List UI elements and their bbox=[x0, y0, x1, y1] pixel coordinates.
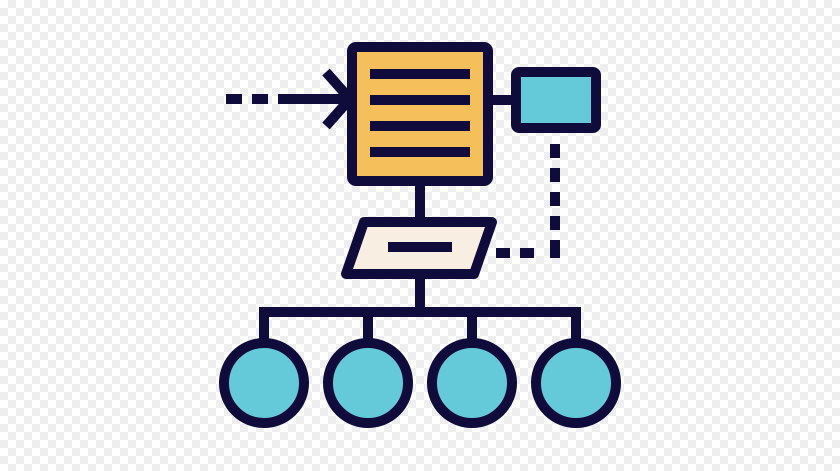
side-box-icon bbox=[511, 67, 601, 133]
document-lines bbox=[370, 69, 470, 157]
circle-node-icon bbox=[427, 338, 517, 428]
document-body bbox=[347, 42, 493, 186]
connector-dot bbox=[550, 192, 560, 206]
circle-node-icon bbox=[323, 338, 413, 428]
dotted-arrow-icon bbox=[226, 68, 357, 130]
document-icon bbox=[347, 42, 493, 186]
connector-dot bbox=[550, 168, 560, 182]
connector-dot bbox=[496, 248, 510, 258]
circle-node-icon bbox=[219, 338, 309, 428]
parallelogram-icon bbox=[341, 217, 497, 279]
circle-node-icon bbox=[531, 338, 621, 428]
branch-lines bbox=[259, 274, 581, 346]
connector-dot bbox=[550, 240, 560, 258]
connector-dot bbox=[550, 216, 560, 230]
connector-dot bbox=[550, 144, 560, 158]
connector-dot bbox=[520, 248, 534, 258]
dotted-connector bbox=[496, 144, 560, 258]
circle-nodes bbox=[219, 338, 621, 428]
